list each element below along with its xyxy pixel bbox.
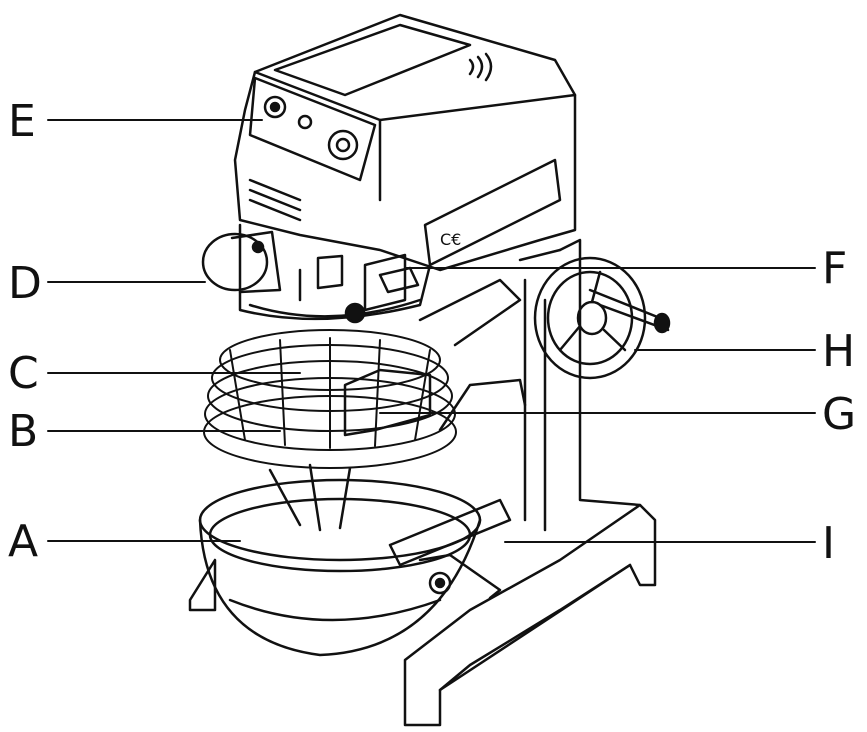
mixer-base [188, 238, 657, 727]
callout-h: H [822, 326, 856, 377]
callout-b: B [8, 406, 39, 457]
bowl-a [198, 463, 482, 657]
svg-text:C€: C€ [440, 230, 461, 249]
callout-f: F [822, 243, 848, 294]
knob-d [201, 230, 344, 302]
leader-lines [47, 119, 816, 543]
mixer-head: C€ [233, 13, 577, 321]
callout-c: C [8, 348, 39, 399]
callout-d: D [8, 258, 42, 309]
handwheel-h [533, 256, 671, 380]
callout-a: A [8, 516, 39, 567]
shift-lever-f [344, 253, 420, 324]
callout-i: I [822, 518, 835, 569]
callout-g: G [822, 389, 857, 440]
wire-guard [203, 329, 457, 469]
bowl-clamp-i [388, 498, 512, 600]
callout-e: E [8, 96, 36, 147]
